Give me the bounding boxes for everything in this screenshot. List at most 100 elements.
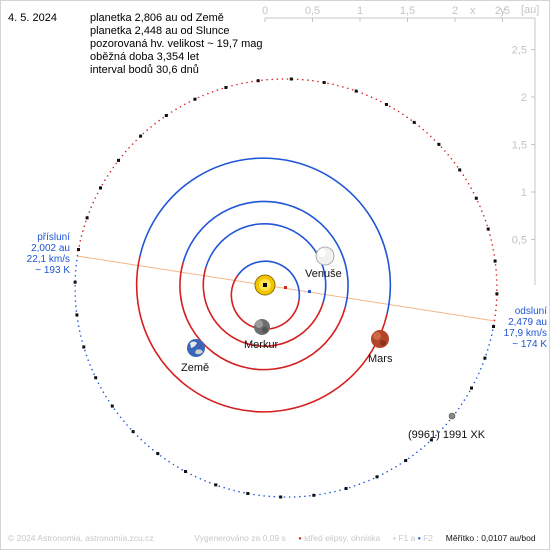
asteroid-orbit-dot (453, 161, 456, 164)
asteroid-orbit-dot (353, 485, 356, 487)
asteroid-orbit-dot (106, 175, 109, 177)
asteroid-orbit-dot (399, 463, 402, 465)
asteroid-orbit-dot (478, 372, 480, 375)
asteroid-orbit-dot (296, 78, 299, 81)
asteroid-orbit-dot (75, 310, 78, 312)
asteroid-orbit-dot (486, 224, 488, 227)
asteroid-orbit-dot (481, 210, 483, 212)
y-tick-label: 1,5 (512, 140, 527, 152)
asteroid-orbit-dot (281, 78, 284, 80)
asteroid-position-point (73, 280, 77, 284)
asteroid-orbit-dot (80, 235, 83, 237)
asteroid-orbit-dot (368, 479, 370, 482)
asteroid-orbit-dot (366, 94, 368, 96)
asteroid-orbit-dot (438, 431, 441, 433)
asteroid-orbit-dot (92, 201, 94, 204)
asteroid-orbit-dot (74, 300, 77, 302)
asteroid-orbit-dot (131, 143, 134, 145)
asteroid-orbit-dot (190, 473, 192, 476)
asteroid-orbit-dot (393, 108, 396, 110)
asteroid-orbit-dot (246, 81, 248, 84)
asteroid-orbit-dot (283, 496, 286, 498)
mercury-orbit-far (237, 260, 301, 301)
ellipse-center-marker (284, 286, 287, 289)
asteroid-position-point (486, 227, 490, 231)
asteroid-orbit-dot (465, 178, 467, 181)
asteroid-orbit-dot (128, 147, 130, 149)
asteroid-orbit-dot (181, 468, 183, 471)
asteroid-position-point (94, 376, 98, 380)
asteroid-orbit-dot (188, 101, 191, 103)
perihelion-speed: 22,1 km/s (27, 254, 70, 265)
mars-label: Mars (368, 353, 393, 365)
asteroid-orbit-dot (477, 201, 479, 203)
x-tick-label: 0 (262, 5, 268, 17)
asteroid-orbit-dot (395, 465, 397, 468)
asteroid-orbit-dot (457, 407, 460, 410)
asteroid-orbit-dot (444, 150, 446, 152)
asteroid-orbit-dot (442, 427, 444, 430)
asteroid-orbit-dot (489, 339, 492, 341)
asteroid-orbit-dot (184, 103, 186, 106)
asteroid-orbit-dot (337, 84, 339, 87)
asteroid-orbit-dot (397, 110, 400, 113)
asteroid-orbit-dot (164, 458, 166, 460)
asteroid-orbit-dot (455, 411, 457, 414)
asteroid-position-point (99, 186, 102, 190)
asteroid-orbit-dot (422, 128, 425, 131)
asteroid-orbit-dot (144, 442, 146, 444)
f1-legend-marker: • (393, 533, 396, 543)
asteroid-orbit-dot (263, 495, 265, 497)
asteroid-orbit-dot (150, 126, 152, 128)
asteroid-orbit-dot (475, 377, 478, 379)
asteroid-orbit-dot (78, 330, 81, 332)
f2-legend-marker: • (417, 533, 421, 543)
asteroid-position-point (404, 459, 408, 462)
asteroid-orbit-dot (494, 264, 497, 266)
asteroid-orbit-dot (74, 290, 76, 292)
asteroid-orbit-dot (375, 98, 378, 101)
asteroid-position-point (495, 292, 499, 296)
asteroid-orbit-dot (273, 495, 276, 498)
sun-icon (254, 274, 276, 296)
asteroid-orbit-dot (426, 132, 428, 134)
date-label: 4. 5. 2024 (8, 12, 57, 24)
asteroid-orbit-dot (85, 220, 87, 223)
asteroid-orbit-dot (491, 244, 494, 246)
asteroid-orbit-dot (253, 493, 255, 496)
asteroid-orbit-dot (228, 488, 230, 490)
asteroid-orbit-dot (430, 135, 432, 138)
asteroid-orbit-dot (473, 381, 476, 384)
axis-unit: [au] (521, 4, 539, 16)
asteroid-orbit-dot (243, 491, 245, 494)
asteroid-orbit-dot (410, 119, 413, 121)
asteroid-orbit-dot (302, 78, 304, 81)
asteroid-orbit-dot (76, 254, 79, 257)
asteroid-orbit-dot (162, 116, 164, 119)
asteroid-orbit-dot (416, 451, 418, 454)
center-legend-marker: • (298, 533, 302, 543)
asteroid-position-point (344, 487, 348, 490)
asteroid-orbit-dot (351, 89, 354, 91)
aphelion-speed: 17,9 km/s (504, 328, 547, 339)
y-tick-label: 0,5 (512, 235, 527, 247)
asteroid-orbit-dot (238, 490, 240, 493)
asteroid-orbit-dot (456, 166, 459, 168)
mercury-orbit-near (230, 274, 300, 330)
venus-icon (315, 246, 335, 266)
asteroid-orbit-dot (293, 496, 296, 498)
asteroid-orbit-dot (363, 481, 365, 484)
asteroid-orbit-dot (418, 125, 421, 128)
asteroid-orbit-dot (151, 448, 154, 451)
asteroid-position-point (279, 495, 283, 499)
asteroid-orbit-dot (493, 254, 496, 256)
asteroid-orbit-dot (89, 364, 91, 366)
asteroid-orbit-dot (119, 416, 122, 419)
x-tick-label: 2,5 (495, 5, 510, 17)
mercury-icon (254, 319, 270, 335)
asteroid-orbit-dot (496, 289, 498, 291)
asteroid-orbit-dot (307, 79, 309, 81)
asteroid-orbit-dot (94, 197, 97, 199)
asteroid-orbit-dot (463, 399, 466, 401)
asteroid-position-point (385, 103, 388, 106)
